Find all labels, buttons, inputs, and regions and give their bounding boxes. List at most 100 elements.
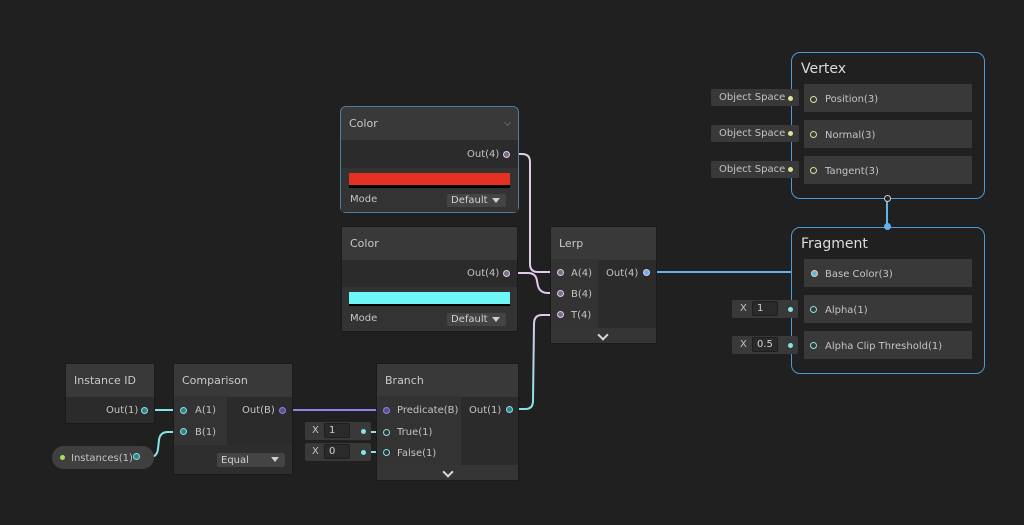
fragment-flow-in-port[interactable]: [884, 223, 891, 230]
vertex-slot-tangent[interactable]: [804, 156, 972, 184]
operator-value: Equal: [221, 454, 249, 466]
mode-value: Default: [451, 195, 488, 206]
normal-label: Normal(3): [825, 130, 876, 141]
fragment-context-title: Fragment: [801, 236, 868, 252]
position-default-box[interactable]: [711, 89, 799, 106]
vertex-slot-normal[interactable]: [804, 120, 972, 148]
instance-id-output-label: Out(1): [106, 405, 139, 416]
alpha-clip-label: Alpha Clip Threshold(1): [825, 341, 943, 352]
branch-false-value-field[interactable]: 0: [324, 444, 350, 459]
position-label: Position(3): [825, 94, 879, 105]
lerp-output-label: Out(4): [606, 268, 639, 279]
instance-id-header[interactable]: Instance ID: [66, 364, 154, 397]
branch-predicate-port[interactable]: [383, 407, 390, 414]
color-node-cyan-output-port[interactable]: [503, 270, 510, 277]
color-node-cyan-output-label: Out(4): [467, 268, 500, 279]
color-swatch-cyan[interactable]: [349, 292, 510, 306]
color-node-red-header[interactable]: Color: [341, 107, 518, 140]
instance-id-node[interactable]: Instance ID: [65, 363, 155, 424]
branch-true-value-field[interactable]: 1: [324, 423, 350, 438]
position-default-dot: [788, 96, 793, 101]
lerp-input-a-label: A(4): [571, 268, 593, 279]
property-exposed-dot: [60, 455, 65, 460]
color-node-red-title: Color: [349, 117, 378, 130]
lerp-input-b-port[interactable]: [557, 290, 564, 297]
vertex-flow-out-port[interactable]: [884, 195, 891, 202]
alpha-port[interactable]: [810, 306, 817, 313]
alpha-clip-port[interactable]: [810, 342, 817, 349]
instances-property-output-port[interactable]: [133, 453, 140, 460]
branch-false-port[interactable]: [383, 449, 390, 456]
dropdown-arrow-icon: [492, 198, 500, 203]
lerp-node-header[interactable]: Lerp: [551, 227, 656, 260]
comparison-input-b-port[interactable]: [180, 428, 187, 435]
alpha-clip-default-dot: [788, 343, 793, 348]
color-node-cyan-mode-dropdown[interactable]: Default: [447, 313, 506, 326]
lerp-input-b-label: B(4): [571, 289, 593, 300]
tangent-default-label: Object Space: [719, 164, 786, 175]
lerp-input-a-port[interactable]: [557, 269, 564, 276]
branch-true-default-dot: [361, 429, 366, 434]
comparison-output-port[interactable]: [279, 407, 286, 414]
color-node-red-output-port[interactable]: [503, 151, 510, 158]
tangent-label: Tangent(3): [825, 166, 879, 177]
comparison-input-b-label: B(1): [195, 427, 217, 438]
alpha-clip-axis-label: X: [740, 339, 747, 350]
alpha-axis-label: X: [740, 303, 747, 314]
instance-id-title: Instance ID: [74, 374, 136, 387]
fragment-slot-alpha[interactable]: [804, 295, 972, 323]
alpha-label: Alpha(1): [825, 305, 868, 316]
tangent-default-box[interactable]: [711, 161, 799, 178]
fragment-slot-base-color[interactable]: [804, 259, 972, 287]
branch-output-port[interactable]: [506, 406, 513, 413]
edge-color2-to-lerp-b: [512, 272, 556, 294]
branch-false-default-dot: [361, 450, 366, 455]
branch-output-label: Out(1): [469, 405, 502, 416]
lerp-node-title: Lerp: [559, 237, 584, 250]
color-node-red-mode-label: Mode: [350, 194, 378, 205]
alpha-value-field[interactable]: 1: [752, 301, 778, 316]
branch-expand-bar[interactable]: [377, 465, 518, 480]
branch-true-port[interactable]: [383, 429, 390, 436]
comparison-input-a-label: A(1): [195, 405, 217, 416]
lerp-output-port[interactable]: [643, 269, 650, 276]
branch-true-axis: X: [312, 425, 319, 436]
normal-default-box[interactable]: [711, 125, 799, 142]
position-port[interactable]: [810, 96, 817, 103]
tangent-port[interactable]: [810, 167, 817, 174]
lerp-input-t-label: T(4): [571, 310, 592, 321]
color-node-red-mode-dropdown[interactable]: Default: [447, 194, 506, 207]
lerp-input-t-port[interactable]: [557, 311, 564, 318]
comparison-header[interactable]: Comparison: [174, 364, 292, 397]
alpha-default-dot: [788, 307, 793, 312]
color-swatch-red[interactable]: [349, 173, 510, 188]
branch-header[interactable]: Branch: [377, 364, 518, 397]
branch-predicate-label: Predicate(B): [397, 405, 459, 416]
normal-port[interactable]: [810, 131, 817, 138]
instances-property-node[interactable]: [52, 446, 154, 469]
tangent-default-dot: [788, 167, 793, 172]
instance-id-output-port[interactable]: [141, 407, 148, 414]
comparison-operator-dropdown[interactable]: Equal: [217, 453, 285, 467]
position-default-label: Object Space: [719, 92, 786, 103]
fragment-slot-alpha-clip[interactable]: [804, 331, 972, 359]
color-node-cyan-header[interactable]: Color: [342, 227, 517, 260]
normal-default-dot: [788, 131, 793, 136]
comparison-input-a-port[interactable]: [180, 407, 187, 414]
instances-property-label: Instances(1): [71, 453, 133, 464]
vertex-context-title: Vertex: [801, 61, 847, 77]
alpha-clip-value-field[interactable]: 0.5: [752, 337, 778, 352]
branch-false-label: False(1): [397, 448, 437, 459]
color-node-cyan-mode-label: Mode: [350, 313, 378, 324]
branch-title: Branch: [385, 374, 424, 387]
edge-branch-to-lerp-t: [514, 314, 556, 410]
dropdown-arrow-icon: [492, 317, 500, 322]
mode-value: Default: [451, 314, 488, 325]
branch-false-axis: X: [312, 446, 319, 457]
lerp-expand-bar[interactable]: [551, 328, 656, 343]
base-color-label: Base Color(3): [825, 269, 893, 280]
vertex-slot-position[interactable]: [804, 84, 972, 112]
branch-inputs-panel: [377, 396, 461, 465]
base-color-port[interactable]: [811, 270, 818, 277]
branch-true-label: True(1): [397, 427, 433, 438]
